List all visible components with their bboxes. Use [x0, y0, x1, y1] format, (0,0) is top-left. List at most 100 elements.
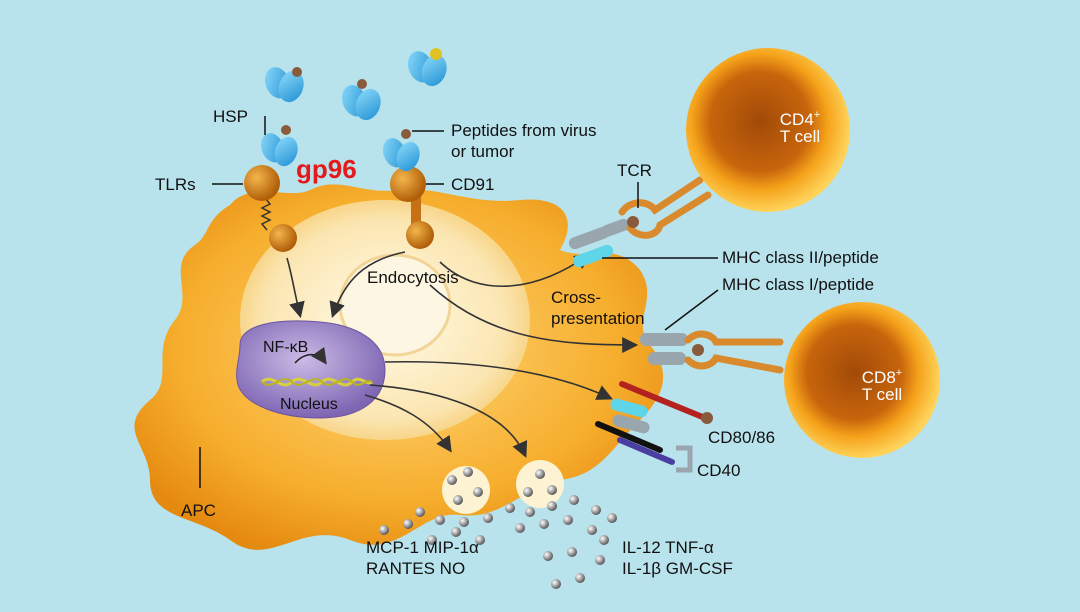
- mhc2-molecule-a: [568, 226, 610, 250]
- tcr-peptide-dot: [627, 216, 639, 228]
- secreted-molecule-dot: [523, 487, 533, 497]
- chemokines-line1: MCP-1 MIP-1α: [366, 538, 479, 557]
- secreted-molecule-dot: [435, 515, 445, 525]
- tlr-signal-arrow: [286, 257, 305, 319]
- cd4-sup: +: [814, 109, 820, 121]
- endocytosis-arrow-mhc2: [439, 253, 591, 288]
- secreted-molecule-dot: [427, 535, 437, 545]
- secreted-molecule-dot: [575, 573, 585, 583]
- tcr-cd8: [684, 330, 784, 374]
- cd8-t-cell: CD8+ T cell: [784, 302, 940, 458]
- secreted-molecule-dot: [451, 527, 461, 537]
- cytokines-line1: IL-12 TNF-α: [622, 538, 714, 557]
- cd40-molecule-b: [617, 437, 675, 465]
- secreted-molecule-dot: [547, 501, 557, 511]
- hsp-protein-2: [341, 79, 381, 121]
- cd80-86-label: CD80/86: [708, 428, 775, 447]
- nucleus-arrow-cytokines: [369, 384, 528, 458]
- endocytosis-label: Endocytosis: [367, 268, 459, 287]
- mhc2-molecule-c: [600, 218, 630, 238]
- mhc1-molecule-b: [648, 352, 686, 365]
- secreted-molecule-dot: [543, 551, 553, 561]
- secreted-molecule-dot: [563, 515, 573, 525]
- costim-molecule-grey: [612, 414, 650, 434]
- cd40-molecule: [595, 421, 663, 453]
- secreted-molecule-dot: [599, 535, 609, 545]
- secreted-molecules: [379, 467, 617, 589]
- tcr-cd4: [618, 176, 712, 239]
- cd91-stalk: [411, 195, 421, 225]
- secreted-molecule-dot: [607, 513, 617, 523]
- cross-presentation-line2: presentation: [551, 309, 645, 328]
- cd91-label: CD91: [451, 175, 494, 194]
- peptides-label-line2: or tumor: [451, 142, 515, 161]
- mhc1-peptide-dot: [692, 344, 704, 356]
- secreted-molecule-dot: [567, 547, 577, 557]
- cd91-receptor-ball: [390, 166, 426, 202]
- secreted-molecule-dot: [475, 535, 485, 545]
- secreted-molecule-dot: [587, 525, 597, 535]
- tlr-anchor-ball: [269, 224, 297, 252]
- nucleus-arrow-chemokines: [364, 394, 452, 453]
- hsp-protein-3: [407, 48, 447, 87]
- nucleus-arrow-costim: [384, 360, 613, 400]
- mhc1-label: MHC class I/peptide: [722, 275, 874, 294]
- secreted-molecule-dot: [505, 503, 515, 513]
- secreted-molecule-dot: [403, 519, 413, 529]
- cd8-sup: +: [896, 367, 902, 379]
- svg-text:CD4+: CD4+: [780, 109, 820, 129]
- nfkb-label: NF-κB: [263, 339, 308, 356]
- secreted-molecule-dot: [515, 523, 525, 533]
- nfkb-curved-arrow: [294, 346, 327, 365]
- secreted-molecule-dot: [525, 507, 535, 517]
- apc-label: APC: [181, 501, 216, 520]
- mhc1-molecule-a: [640, 333, 688, 346]
- secreted-molecule-dot: [453, 495, 463, 505]
- secreted-molecule-dot: [415, 507, 425, 517]
- secreted-molecule-dot: [535, 469, 545, 479]
- secreted-molecule-dot: [447, 475, 457, 485]
- cd40-receptor: [676, 445, 693, 473]
- peptides-label-line1: Peptides from virus: [451, 121, 597, 140]
- hsp-label: HSP: [213, 107, 248, 126]
- cd4-cell-label: T cell: [780, 127, 820, 146]
- cytokines-line2: IL-1β GM-CSF: [622, 559, 733, 578]
- endocytosis-arrow-nucleus: [329, 251, 406, 319]
- secreted-molecule-dot: [569, 495, 579, 505]
- tlr-stalk: [260, 197, 272, 231]
- tlrs-label: TLRs: [155, 175, 196, 194]
- cd4-name: CD4: [780, 110, 814, 129]
- cd80-86-molecule: [619, 381, 708, 421]
- cd8-name: CD8: [862, 368, 896, 387]
- gp96-title: gp96: [296, 154, 357, 184]
- mhc2-molecule-b: [572, 244, 614, 268]
- secreted-molecule-dot: [483, 513, 493, 523]
- secreted-molecule-dot: [379, 525, 389, 535]
- secretion-vesicle-2: [516, 460, 564, 508]
- cd4-t-cell: CD4+ T cell: [686, 48, 850, 212]
- secreted-molecule-dot: [547, 485, 557, 495]
- hsp-protein-tlr: [260, 125, 298, 167]
- cd8-cell-label: T cell: [862, 385, 902, 404]
- svg-text:CD8+: CD8+: [862, 367, 902, 387]
- secreted-molecule-dot: [595, 555, 605, 565]
- tcr-label: TCR: [617, 161, 652, 180]
- tlr-receptor-ball: [244, 165, 280, 201]
- chemokines-line2: RANTES NO: [366, 559, 465, 578]
- dna-helix-strand2: [261, 378, 373, 386]
- mhc2-label: MHC class II/peptide: [722, 248, 879, 267]
- secreted-molecule-dot: [473, 487, 483, 497]
- hsp-protein-1: [264, 67, 304, 103]
- cd40-label: CD40: [697, 461, 740, 480]
- secreted-molecule-dot: [539, 519, 549, 529]
- nucleus-label: Nucleus: [280, 396, 338, 413]
- cross-presentation-arrow: [429, 284, 639, 353]
- secreted-molecule-dot: [463, 467, 473, 477]
- secreted-molecule-dot: [551, 579, 561, 589]
- cd91-anchor-ball: [406, 221, 434, 249]
- hsp-protein-cd91: [382, 129, 420, 172]
- secreted-molecule-dot: [459, 517, 469, 527]
- cd80-86-end: [701, 412, 713, 424]
